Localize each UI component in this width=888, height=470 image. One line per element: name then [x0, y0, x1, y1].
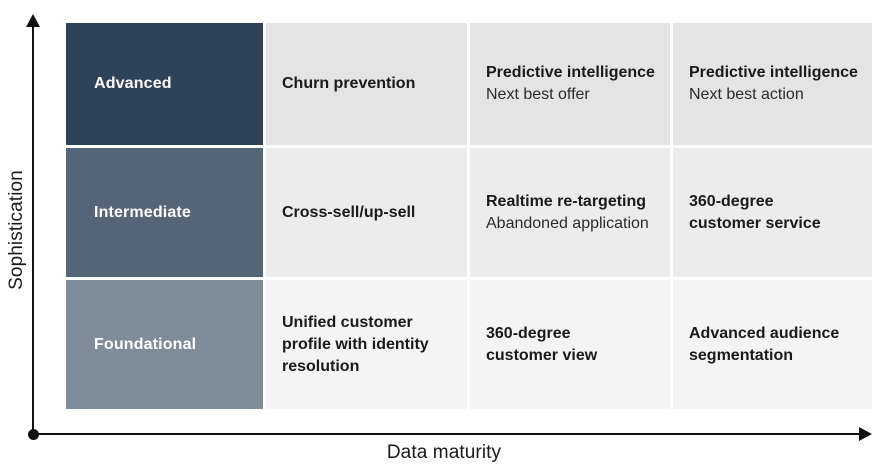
- matrix-cell-primary: Predictive intelligence: [486, 64, 655, 81]
- matrix-cell-r1c3: Predictive intelligence Next best action: [673, 23, 872, 145]
- y-axis-label-container: Sophistication: [0, 0, 34, 460]
- matrix-cell-secondary: Next best action: [689, 86, 804, 103]
- y-axis-line: [32, 24, 34, 435]
- stage-label-intermediate: Intermediate: [94, 203, 191, 221]
- matrix-cell-r2c3: 360-degree customer service: [673, 148, 872, 277]
- matrix-grid: Advanced Churn prevention Predictive int…: [66, 23, 872, 409]
- matrix-cell-r1c1: Churn prevention: [266, 23, 467, 145]
- matrix-cell-primary: Predictive intelligence: [689, 64, 858, 81]
- matrix-cell-primary: Churn prevention: [282, 75, 416, 92]
- matrix-cell-r1c2: Predictive intelligence Next best offer: [470, 23, 670, 145]
- matrix-cell-primary: Advanced audience segmentation: [689, 324, 840, 364]
- matrix-cell-primary: Cross-sell/up-sell: [282, 203, 416, 221]
- stage-cell-advanced: Advanced: [66, 23, 263, 145]
- matrix-cell-primary: 360-degree customer view: [486, 324, 598, 364]
- y-axis-arrowhead-icon: [26, 14, 40, 27]
- y-axis-label: Sophistication: [6, 170, 28, 290]
- matrix-cell-primary: 360-degree customer service: [689, 192, 821, 232]
- matrix-cell-r3c2: 360-degree customer view: [470, 280, 670, 409]
- matrix-cell-primary: Realtime re-targeting: [486, 192, 647, 210]
- stage-label-advanced: Advanced: [94, 75, 172, 92]
- matrix-cell-r3c3: Advanced audience segmentation: [673, 280, 872, 409]
- matrix-cell-primary: Unified customer profile with identity r…: [282, 313, 429, 375]
- x-axis-arrowhead-icon: [859, 427, 872, 441]
- stage-cell-foundational: Foundational: [66, 280, 263, 409]
- matrix-cell-secondary: Next best offer: [486, 86, 590, 103]
- matrix-cell-r3c1: Unified customer profile with identity r…: [266, 280, 467, 409]
- matrix-cell-r2c1: Cross-sell/up-sell: [266, 148, 467, 277]
- stage-cell-intermediate: Intermediate: [66, 148, 263, 277]
- matrix-cell-r2c2: Realtime re-targeting Abandoned applicat…: [470, 148, 670, 277]
- x-axis-line: [33, 433, 865, 435]
- axis-origin-dot: [28, 429, 39, 440]
- matrix-cell-secondary: Abandoned application: [486, 214, 649, 232]
- x-axis-label: Data maturity: [386, 442, 502, 463]
- stage-label-foundational: Foundational: [94, 335, 197, 353]
